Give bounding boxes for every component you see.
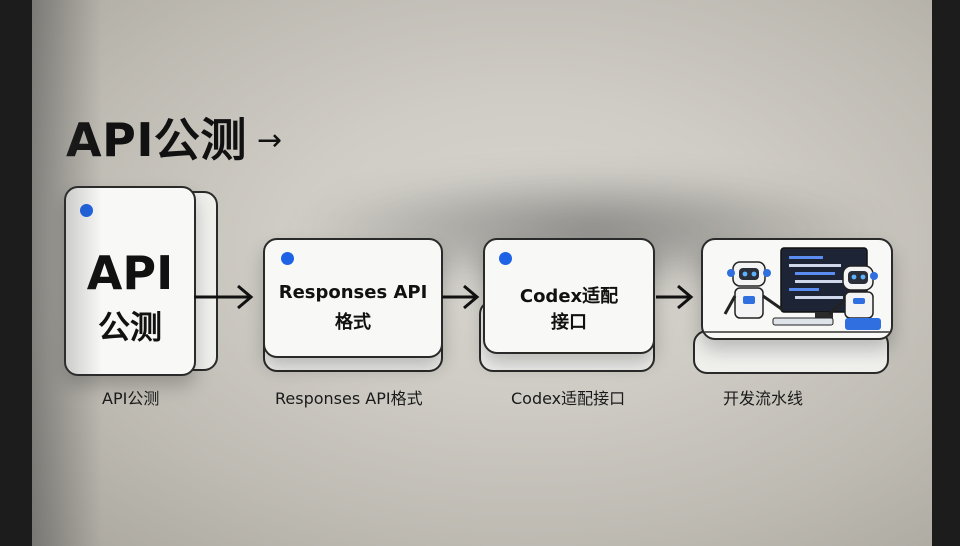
robot-icon: [828, 265, 881, 330]
node-pipeline-card: [701, 238, 893, 340]
node-responses-line1: Responses API: [278, 282, 428, 303]
node-api-line2: 公测: [97, 308, 162, 346]
node-responses-dot: [281, 252, 294, 265]
arrow-2-icon: [442, 284, 480, 310]
node-codex-line1: Codex适配: [519, 286, 619, 307]
pipeline-illustration: [703, 247, 891, 333]
slide-frame: API公测→ API 公测 Responses API 格式 Codex适配 接…: [32, 0, 932, 546]
robot-icon: [723, 261, 784, 319]
node-responses-line2: 格式: [335, 312, 371, 333]
page-title: API公测 →: [66, 104, 283, 170]
page-title-text: API公测: [66, 113, 247, 167]
node-api-line1: API: [86, 246, 174, 300]
caption-codex: Codex适配接口: [511, 389, 626, 408]
arrow-1-icon: [194, 284, 254, 310]
arrow-3-icon: [656, 284, 694, 310]
caption-api: API公测: [102, 389, 160, 408]
node-responses-card: Responses API 格式: [263, 238, 443, 358]
node-codex-card: Codex适配 接口: [483, 238, 655, 354]
node-api-card: API 公测: [64, 186, 196, 376]
title-arrow-icon: →: [256, 123, 283, 158]
node-codex-line2: 接口: [551, 312, 587, 333]
node-api-dot: [80, 204, 93, 217]
node-codex-dot: [499, 252, 512, 265]
caption-responses: Responses API格式: [275, 389, 423, 408]
caption-pipeline: 开发流水线: [723, 389, 804, 408]
